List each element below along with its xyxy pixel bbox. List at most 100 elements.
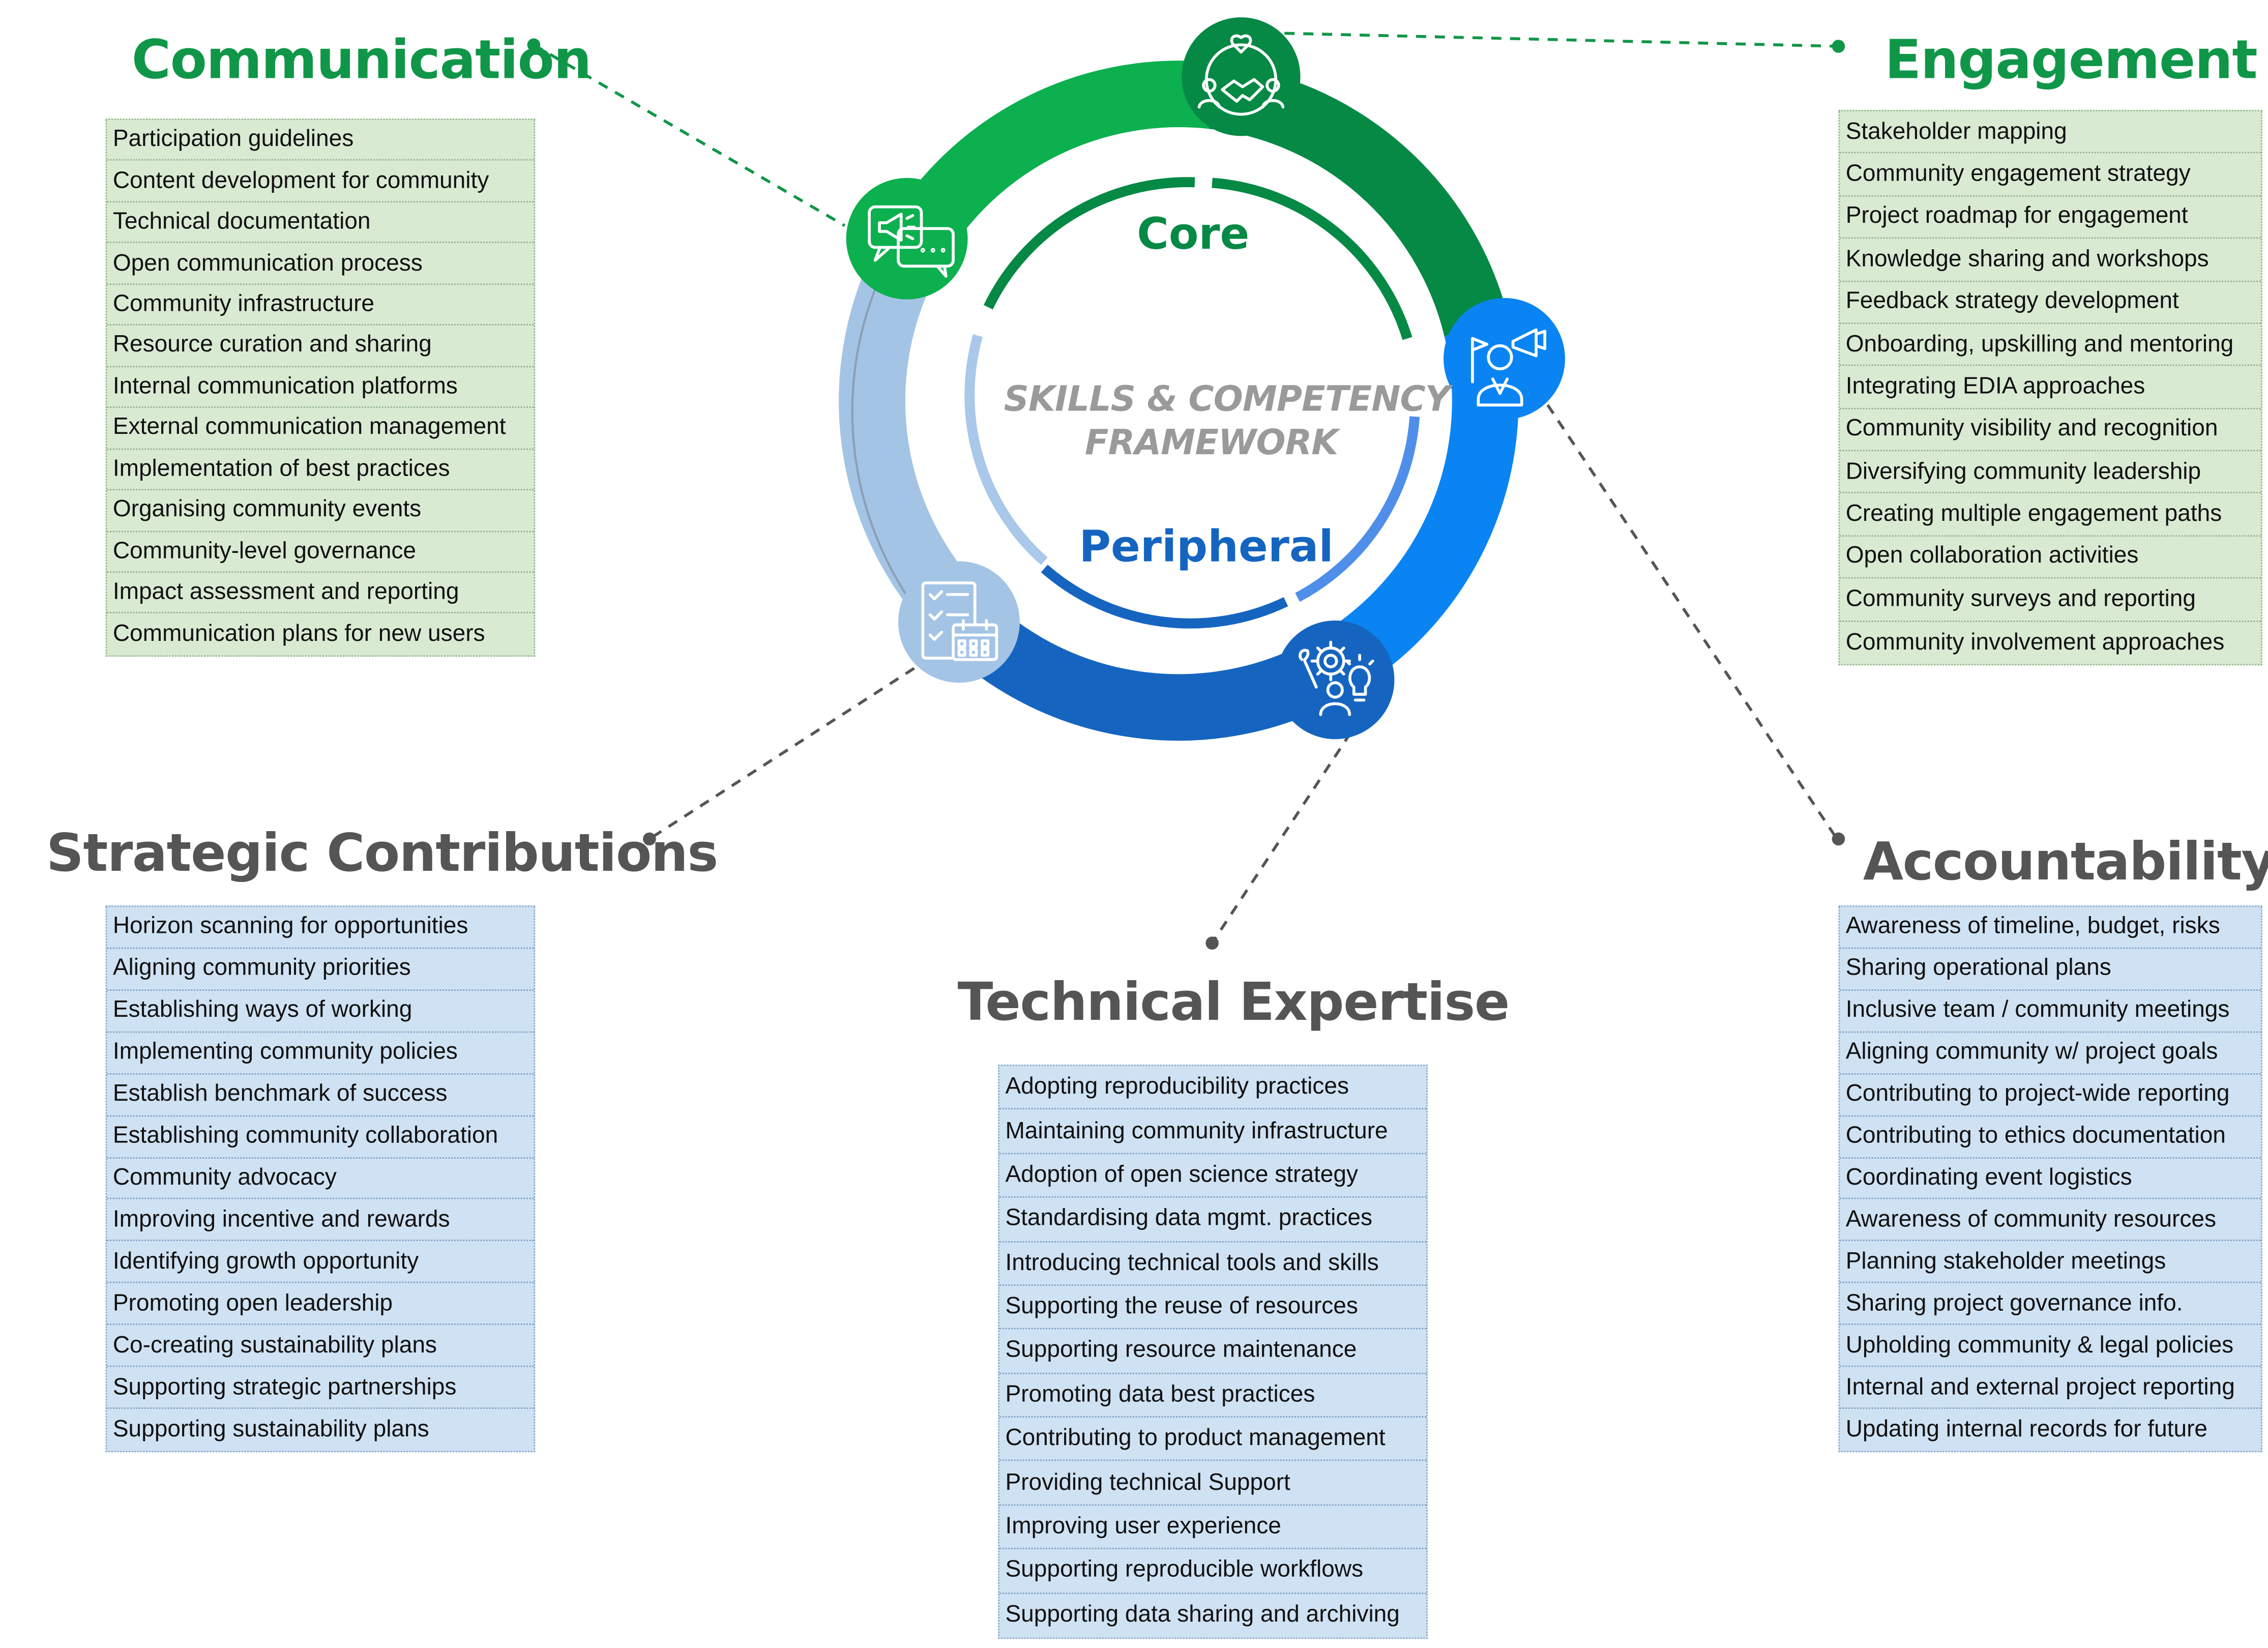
engagement-connector: [1284, 32, 1839, 48]
technical-list-item: Standardising data mgmt. practices: [999, 1198, 1426, 1242]
strategic-list-item: Implementing community policies: [107, 1033, 534, 1075]
accountability-list-item: Coordinating event logistics: [1840, 1158, 2261, 1200]
communication-list-item: Technical documentation: [107, 202, 534, 244]
communication-list-item: Content development for community: [107, 161, 534, 202]
communication-list-item: Organising community events: [107, 490, 534, 532]
communication-list-item: Internal communication platforms: [107, 367, 534, 408]
framework-title-line1: SKILLS & COMPETENCY: [1004, 379, 1451, 420]
technical-list-item: Supporting reproducible workflows: [999, 1549, 1426, 1594]
technical-list-item: Improving user experience: [999, 1506, 1426, 1550]
accountability-heading: Accountability: [1863, 833, 2268, 893]
communication-list-item: Communication plans for new users: [112, 621, 485, 647]
strategic-list-item: Supporting sustainability plans: [112, 1416, 429, 1443]
engagement-connector-dot: [1832, 40, 1845, 53]
outer-ring-light-blue: [839, 242, 974, 626]
technical-list-item: Supporting resource maintenance: [999, 1330, 1426, 1374]
accountability-list-item: Inclusive team / community meetings: [1840, 991, 2261, 1033]
accountability-list-item: Sharing operational plans: [1840, 949, 2261, 991]
technical-list-item: Promoting data best practices: [999, 1374, 1426, 1418]
technical-list-item: Adopting reproducibility practices: [999, 1066, 1426, 1110]
strategic-list-item: Establishing community collaboration: [107, 1116, 534, 1158]
engagement-list-item: Creating multiple engagement paths: [1840, 494, 2261, 537]
inner-ring-periphery-left: [964, 334, 1048, 565]
framework-title-line2: FRAMEWORK: [1084, 422, 1338, 463]
engagement-heading: Engagement: [1884, 28, 2257, 92]
strategic-connector-dot: [643, 832, 656, 846]
engagement-list-item: Integrating EDIA approaches: [1840, 366, 2261, 409]
strategic-list-item: Establishing ways of working: [107, 991, 534, 1033]
strategic-list-item: Supporting strategic partnerships: [107, 1367, 534, 1409]
engagement-list-item: Open collaboration activities: [1840, 536, 2261, 579]
core-label: Core: [1137, 210, 1250, 260]
technical-list-item: Adoption of open science strategy: [999, 1154, 1426, 1198]
engagement-list-item: Onboarding, upskilling and mentoring: [1840, 324, 2261, 367]
checklist-calendar-icon: [898, 561, 1020, 683]
communication-list-item: Community-level governance: [107, 532, 534, 573]
accountability-list-item: Aligning community w/ project goals: [1840, 1033, 2261, 1075]
technical-list-item: Supporting the reuse of resources: [999, 1286, 1426, 1330]
communication-list-item: Impact assessment and reporting: [107, 573, 534, 614]
strategic-list-item: Aligning community priorities: [107, 949, 534, 991]
communication-list-item: Implementation of best practices: [107, 449, 534, 491]
strategic-list-item: Horizon scanning for opportunities: [107, 907, 534, 949]
accountability-list-item: Contributing to project-wide reporting: [1840, 1074, 2261, 1116]
engagement-list-item: Feedback strategy development: [1840, 281, 2261, 324]
inner-ring-periphery-right: [1295, 416, 1420, 602]
technical-list-item: Contributing to product management: [999, 1418, 1426, 1462]
technical-connector-dot: [1205, 936, 1219, 950]
inner-ring-periphery-bottom: [1041, 565, 1288, 629]
leader-flags-megaphone-icon: [1444, 298, 1565, 420]
inner-ring-core-right: [1212, 178, 1412, 340]
strategic-connector: [649, 667, 915, 840]
accountability-list-item: Awareness of timeline, budget, risks: [1840, 907, 2261, 949]
peripheral-label: Peripheral: [1079, 522, 1334, 573]
strategic-list-item: Identifying growth opportunity: [107, 1242, 534, 1284]
communication-list-item: External communication management: [107, 408, 534, 450]
accountability-list-item: Sharing project governance info.: [1840, 1283, 2261, 1326]
technical-heading: Technical Expertise: [957, 973, 1510, 1033]
accountability-connector-dot: [1832, 832, 1845, 846]
tools-gear-lightbulb-icon: [1276, 620, 1395, 740]
engagement-list-item: Project roadmap for engagement: [1840, 196, 2261, 239]
accountability-list-item: Internal and external project reporting: [1840, 1367, 2261, 1409]
engagement-list-item: Community surveys and reporting: [1840, 579, 2261, 622]
communication-list-item: Community infrastructure: [107, 285, 534, 326]
outer-rim-light-blue: [851, 288, 927, 623]
handshake-community-icon: [1182, 17, 1301, 136]
strategic-list-item: Promoting open leadership: [107, 1283, 534, 1326]
engagement-list-item: Diversifying community leadership: [1840, 451, 2261, 494]
communication-connector: [533, 43, 846, 227]
technical-list-item: Maintaining community infrastructure: [999, 1110, 1426, 1154]
technical-list-item: Providing technical Support: [999, 1461, 1426, 1506]
strategic-list-item: Improving incentive and rewards: [107, 1200, 534, 1242]
strategic-list-item: Co-creating sustainability plans: [107, 1326, 534, 1367]
strategic-heading: Strategic Contributions: [46, 824, 718, 884]
accountability-list-item: Planning stakeholder meetings: [1840, 1242, 2261, 1284]
accountability-list-item: Contributing to ethics documentation: [1840, 1116, 2261, 1158]
engagement-list-item: Community visibility and recognition: [1840, 409, 2261, 452]
communication-list-item: Resource curation and sharing: [107, 326, 534, 367]
communication-list-item: Participation guidelines: [107, 120, 534, 161]
engagement-list-item: Stakeholder mapping: [1840, 111, 2261, 154]
communication-connector-dot: [527, 38, 541, 51]
accountability-list-item: Upholding community & legal policies: [1840, 1326, 2261, 1367]
communication-heading: Communication: [131, 28, 592, 92]
engagement-list-item: Community involvement approaches: [1845, 629, 2225, 655]
strategic-list-item: Establish benchmark of success: [107, 1074, 534, 1116]
accountability-connector: [1546, 404, 1838, 840]
inner-ring-core-left: [983, 177, 1195, 310]
technical-list-item: Supporting data sharing and archiving: [1005, 1601, 1400, 1628]
engagement-list-item: Community engagement strategy: [1840, 154, 2261, 197]
strategic-list-item: Community advocacy: [107, 1158, 534, 1200]
technical-list-item: Introducing technical tools and skills: [999, 1242, 1426, 1286]
communication-list-item: Open communication process: [107, 244, 534, 285]
engagement-list-item: Knowledge sharing and workshops: [1840, 239, 2261, 282]
accountability-list-item: Updating internal records for future: [1845, 1416, 2208, 1443]
